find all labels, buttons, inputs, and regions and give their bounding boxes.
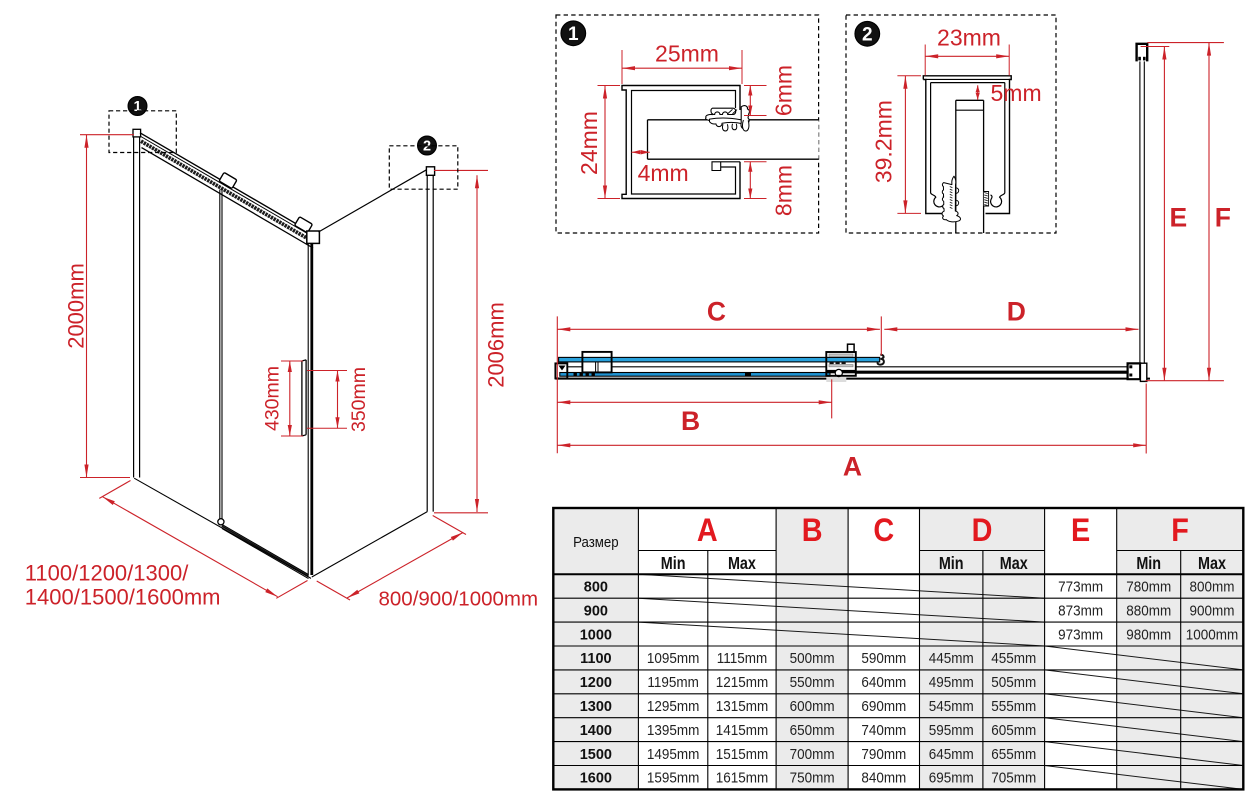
svg-text:E: E <box>1170 202 1188 232</box>
svg-text:1315mm: 1315mm <box>716 697 768 714</box>
svg-text:B: B <box>802 513 823 549</box>
svg-text:Min: Min <box>939 553 964 573</box>
svg-text:1515mm: 1515mm <box>716 745 768 762</box>
svg-text:39.2mm: 39.2mm <box>871 100 897 183</box>
svg-text:980mm: 980mm <box>1126 626 1171 643</box>
svg-text:2: 2 <box>423 139 431 155</box>
svg-text:695mm: 695mm <box>929 769 974 786</box>
svg-text:645mm: 645mm <box>929 745 974 762</box>
svg-text:A: A <box>697 513 718 549</box>
svg-text:750mm: 750mm <box>790 769 835 786</box>
svg-text:900: 900 <box>584 603 608 619</box>
svg-text:800/900/1000mm: 800/900/1000mm <box>379 588 539 611</box>
svg-text:Min: Min <box>1136 553 1161 573</box>
svg-text:Размер: Размер <box>573 533 619 550</box>
svg-text:5mm: 5mm <box>991 80 1042 106</box>
svg-text:740mm: 740mm <box>861 721 906 738</box>
svg-text:1000: 1000 <box>580 627 612 643</box>
svg-text:F: F <box>1215 202 1231 232</box>
svg-text:D: D <box>1007 297 1026 327</box>
svg-text:790mm: 790mm <box>861 745 906 762</box>
svg-text:1115mm: 1115mm <box>717 650 767 667</box>
svg-text:25mm: 25mm <box>655 41 719 67</box>
svg-text:1100/1200/1300/: 1100/1200/1300/ <box>25 561 189 586</box>
svg-text:1000mm: 1000mm <box>1186 626 1238 643</box>
svg-text:1: 1 <box>133 99 141 115</box>
svg-text:600mm: 600mm <box>790 697 835 714</box>
svg-text:505mm: 505mm <box>991 674 1036 691</box>
svg-text:545mm: 545mm <box>929 697 974 714</box>
svg-text:8mm: 8mm <box>771 165 797 216</box>
svg-text:1600: 1600 <box>580 771 612 787</box>
svg-text:550mm: 550mm <box>790 674 835 691</box>
svg-text:800: 800 <box>584 579 608 595</box>
svg-text:2000mm: 2000mm <box>64 263 89 349</box>
svg-text:A: A <box>843 452 862 482</box>
svg-text:773mm: 773mm <box>1058 578 1103 595</box>
svg-text:2006mm: 2006mm <box>484 302 509 388</box>
svg-text:Min: Min <box>661 553 686 573</box>
svg-text:1615mm: 1615mm <box>716 769 768 786</box>
svg-text:1400: 1400 <box>580 723 612 739</box>
svg-text:800mm: 800mm <box>1190 578 1235 595</box>
svg-text:6mm: 6mm <box>771 65 797 116</box>
svg-text:C: C <box>873 513 894 549</box>
svg-text:1215mm: 1215mm <box>716 674 768 691</box>
svg-text:500mm: 500mm <box>790 650 835 667</box>
svg-text:B: B <box>681 406 700 436</box>
svg-text:1095mm: 1095mm <box>647 650 699 667</box>
svg-text:900mm: 900mm <box>1190 602 1235 619</box>
svg-text:445mm: 445mm <box>929 650 974 667</box>
svg-text:605mm: 605mm <box>991 721 1036 738</box>
svg-text:595mm: 595mm <box>929 721 974 738</box>
svg-text:873mm: 873mm <box>1058 602 1103 619</box>
svg-text:24mm: 24mm <box>576 111 602 175</box>
svg-text:780mm: 780mm <box>1126 578 1171 595</box>
svg-text:4mm: 4mm <box>638 160 689 186</box>
svg-text:1295mm: 1295mm <box>647 697 699 714</box>
svg-text:700mm: 700mm <box>790 745 835 762</box>
svg-text:1415mm: 1415mm <box>716 721 768 738</box>
svg-text:1200: 1200 <box>580 675 612 691</box>
svg-text:655mm: 655mm <box>991 745 1036 762</box>
svg-text:590mm: 590mm <box>861 650 906 667</box>
svg-text:1300: 1300 <box>580 699 612 715</box>
svg-text:973mm: 973mm <box>1058 626 1103 643</box>
svg-text:Max: Max <box>728 553 756 573</box>
svg-text:Max: Max <box>1198 553 1226 573</box>
svg-text:1495mm: 1495mm <box>647 745 699 762</box>
svg-text:E: E <box>1071 513 1090 549</box>
svg-text:2: 2 <box>862 25 873 46</box>
svg-text:690mm: 690mm <box>861 697 906 714</box>
svg-text:C: C <box>707 297 726 327</box>
svg-text:350mm: 350mm <box>348 367 370 432</box>
svg-text:1500: 1500 <box>580 747 612 763</box>
svg-text:705mm: 705mm <box>991 769 1036 786</box>
svg-text:650mm: 650mm <box>790 721 835 738</box>
svg-text:D: D <box>972 513 993 549</box>
svg-text:555mm: 555mm <box>991 697 1036 714</box>
svg-text:1100: 1100 <box>580 651 611 667</box>
svg-text:1595mm: 1595mm <box>647 769 699 786</box>
svg-text:1195mm: 1195mm <box>647 674 698 691</box>
svg-text:1: 1 <box>568 24 579 45</box>
svg-text:F: F <box>1171 513 1189 549</box>
svg-text:880mm: 880mm <box>1126 602 1171 619</box>
svg-text:455mm: 455mm <box>991 650 1036 667</box>
svg-text:840mm: 840mm <box>861 769 906 786</box>
svg-text:495mm: 495mm <box>929 674 974 691</box>
svg-text:430mm: 430mm <box>262 366 284 431</box>
svg-text:Max: Max <box>1000 553 1028 573</box>
svg-text:1400/1500/1600mm: 1400/1500/1600mm <box>25 585 221 610</box>
svg-text:640mm: 640mm <box>861 674 906 691</box>
svg-text:1395mm: 1395mm <box>647 721 699 738</box>
svg-text:23mm: 23mm <box>937 25 1001 51</box>
